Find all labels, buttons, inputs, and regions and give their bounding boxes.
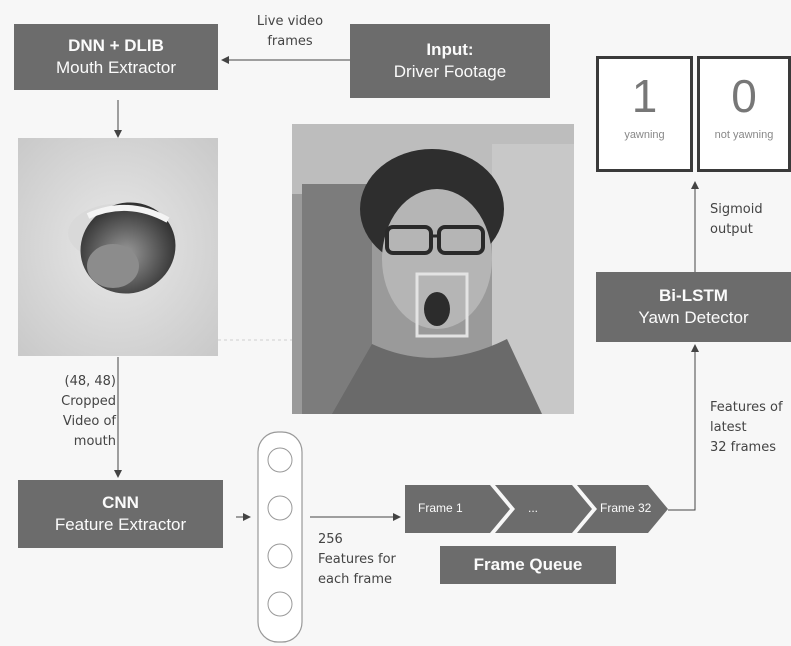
label-features: 256 Features for each frame — [318, 530, 418, 590]
bilstm-subtitle: Yawn Detector — [638, 307, 748, 329]
mouth-photo-graphic — [18, 138, 218, 356]
mouth-crop-image — [18, 138, 218, 356]
output-not-yawning: 0 not yawning — [697, 56, 791, 172]
label-sigmoid: Sigmoid output — [710, 200, 790, 240]
label-cropped: (48, 48) Cropped Video of mouth — [48, 372, 116, 452]
frame-queue-box: Frame Queue — [440, 546, 616, 584]
queue-frame-label-1: Frame 1 — [418, 498, 463, 518]
bilstm-title: Bi-LSTM — [659, 285, 728, 307]
output-yawning: 1 yawning — [596, 56, 693, 172]
feature-vector — [258, 432, 302, 642]
cnn-subtitle: Feature Extractor — [55, 514, 186, 536]
output-not-yawning-value: 0 — [700, 71, 788, 121]
output-not-yawning-caption: not yawning — [700, 129, 788, 141]
label-latest: Features of latest 32 frames — [710, 398, 790, 458]
label-live-video: Live video frames — [240, 12, 340, 52]
output-yawning-caption: yawning — [599, 129, 690, 141]
mouth-extractor-title: DNN + DLIB — [68, 35, 164, 57]
driver-face-image — [292, 124, 574, 414]
driver-photo-graphic — [292, 124, 574, 414]
cnn-title: CNN — [102, 492, 139, 514]
arrow-queue-to-bilstm — [668, 345, 695, 510]
input-title: Input: — [426, 39, 473, 61]
bilstm-box: Bi-LSTM Yawn Detector — [596, 272, 791, 342]
mouth-extractor-subtitle: Mouth Extractor — [56, 57, 176, 79]
mouth-extractor-box: DNN + DLIB Mouth Extractor — [14, 24, 218, 90]
queue-frame-label-mid: ... — [528, 498, 538, 518]
cnn-box: CNN Feature Extractor — [18, 480, 223, 548]
queue-frame-label-32: Frame 32 — [600, 498, 651, 518]
input-box: Input: Driver Footage — [350, 24, 550, 98]
input-subtitle: Driver Footage — [394, 61, 506, 83]
frame-queue-label: Frame Queue — [474, 554, 583, 576]
output-yawning-value: 1 — [599, 71, 690, 121]
